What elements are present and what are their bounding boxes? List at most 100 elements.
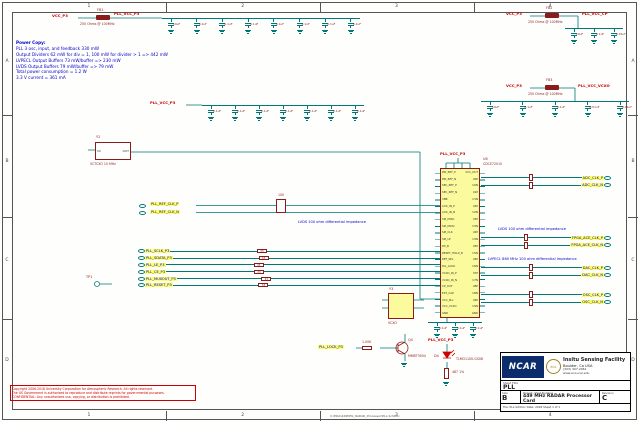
ferrite-bead-fb3 bbox=[545, 85, 559, 90]
pin-name: RESET_HOLD_B bbox=[442, 250, 463, 255]
ferrite-bead-fb2 bbox=[545, 13, 559, 18]
output-pair-dac: DAC_CLK_P DAC_CLK_N bbox=[481, 264, 612, 279]
series-resistor: 33 bbox=[258, 283, 269, 288]
spi-net-row: PLL_RESET_P3 33 bbox=[138, 282, 440, 289]
power-net-label: PLL_VCC_P3 bbox=[114, 11, 140, 16]
pin-name: SPI_MOSI bbox=[442, 223, 455, 228]
capacitor-value: 0.1uF bbox=[309, 109, 318, 113]
gnd-symbol bbox=[470, 333, 476, 338]
offsheet-connector bbox=[604, 235, 611, 240]
zone-label: C bbox=[631, 258, 635, 264]
title-block: NCAR EOL Insitu Sensing Facility Boulder… bbox=[500, 352, 631, 412]
gnd-symbol bbox=[232, 116, 238, 121]
ac-coupling-cap bbox=[529, 291, 534, 299]
net-tag: ADC_CLK_N bbox=[581, 183, 605, 188]
copyright-line: Copyright 2006-2018 University Corporati… bbox=[12, 387, 153, 391]
decoupling-bank-2: 0.1uF 0.1uF 0.1uF 0.1uF 0.1uF 0.1uF 0.1u… bbox=[202, 105, 365, 121]
led-part: TLMO1100-GS08 bbox=[456, 357, 483, 361]
pin-name: U4P bbox=[472, 230, 478, 235]
capacitor: 0.01uF bbox=[605, 29, 626, 44]
pin-name: U9P bbox=[472, 297, 478, 302]
capacitor-value: 0.1uF bbox=[524, 105, 533, 109]
pin-name: U0N bbox=[472, 183, 478, 188]
pin-name: VCC_OUT bbox=[465, 170, 478, 174]
pin-name: VBB bbox=[442, 196, 448, 201]
capacitor: 0.1uF bbox=[546, 102, 565, 117]
chip-right-pin-stubs bbox=[480, 170, 485, 316]
ac-coupling-cap bbox=[523, 241, 528, 249]
net-tag: ADC_CLK_P bbox=[581, 175, 604, 180]
capacitor: 0.1uF bbox=[298, 106, 318, 121]
zone-label: A bbox=[5, 59, 9, 65]
sheet-size: B bbox=[502, 394, 508, 402]
termination-resistor bbox=[276, 199, 286, 213]
capacitor: 0.1uF bbox=[250, 106, 269, 121]
pin-name: U9N bbox=[472, 304, 478, 309]
file-path: C:\EDA\449MHz_RADAR_Processor\PLL.SchDoc bbox=[330, 414, 400, 418]
zone-label: 3 bbox=[394, 413, 398, 418]
gnd-symbol bbox=[168, 29, 174, 34]
zone-tick bbox=[628, 115, 638, 116]
capacitor: 0.1uF bbox=[342, 19, 361, 34]
zone-tick bbox=[2, 319, 12, 320]
pin-name: VCXO_IN_N bbox=[442, 277, 457, 282]
power-net-label: PLL_VCC_VCXO bbox=[578, 83, 610, 88]
net-tag: PLL_RESET_P3 bbox=[145, 283, 173, 288]
ncar-logo: NCAR bbox=[502, 355, 544, 378]
capacitor-value: 0.1uF bbox=[237, 109, 246, 113]
zone-tick bbox=[628, 319, 638, 320]
capacitor-value: 0.1uF bbox=[198, 22, 207, 26]
net-tag: OSC_CLK_P bbox=[581, 292, 604, 297]
capacitor-value: 0.01uF bbox=[622, 105, 632, 109]
led-refdes: D4 bbox=[434, 354, 439, 358]
pin-name: U5P bbox=[472, 243, 478, 248]
vcxo-pin-vc: VC bbox=[97, 149, 102, 153]
ac-coupling-cap bbox=[529, 181, 534, 189]
sheet-title: PLL bbox=[503, 384, 516, 391]
base-resistor bbox=[362, 346, 372, 350]
offsheet-connector bbox=[139, 210, 146, 215]
note-line: Total power consumption = 1.2 W bbox=[16, 69, 87, 75]
capacitor-value: 0.1uF bbox=[327, 22, 336, 26]
capacitor-value: 0.01uF bbox=[616, 32, 626, 36]
pin-name: PD_B bbox=[442, 243, 449, 248]
revision-label: Revision bbox=[602, 391, 614, 395]
pin-name: EXT_CAP bbox=[442, 290, 454, 295]
capacitor: 0.1uF bbox=[202, 106, 221, 121]
pin-name: U0P bbox=[472, 176, 478, 181]
spi-net-row: PLL_SCLK_P3 33 bbox=[138, 248, 440, 255]
spi-net-row: PLL_MUXOUT_P3 33 bbox=[138, 275, 440, 282]
net-tag: PLL_CE_P3 bbox=[145, 269, 166, 274]
copyright-line: The US Government is authorized to repro… bbox=[12, 391, 165, 396]
zone-tick bbox=[320, 411, 321, 421]
gnd-symbol bbox=[347, 29, 354, 34]
net-tag: PLL_MUXOUT_P3 bbox=[145, 276, 177, 281]
pin-name: U4N bbox=[472, 237, 478, 242]
decoupling-bank-1: 10uF 0.1uF 0.1uF 0.1uF 0.1uF 0.1uF 0.1uF bbox=[162, 18, 361, 34]
zone-label: 4 bbox=[548, 413, 552, 418]
pin-name: SPI_CLK bbox=[442, 230, 453, 235]
org-name: Insitu Sensing Facility bbox=[563, 357, 626, 364]
net-tag: PLL_LOCK_P3 bbox=[318, 344, 344, 349]
pin-name: U6N bbox=[472, 264, 478, 269]
capacitor: 0.1uF bbox=[346, 106, 365, 121]
net-tag: OSC_CLK_N bbox=[581, 300, 604, 305]
osc2-value: VCXO bbox=[388, 321, 397, 325]
lvpecl-impedance-note: LVPECL 860 MHz 100 ohm differential impe… bbox=[488, 257, 577, 261]
capacitor: 10uF bbox=[481, 102, 499, 117]
pin-name: VCXO_IN_P bbox=[442, 270, 457, 275]
net-tag: DAC_CLK_N bbox=[581, 273, 605, 278]
capacitor: 0.1uF bbox=[514, 102, 533, 117]
size-project-rev-row: Size B Project / Part Number 449 MHz RAD… bbox=[501, 391, 630, 404]
gnd-symbol bbox=[591, 39, 597, 44]
pin-name: PLL_LOCK bbox=[442, 264, 456, 269]
gnd-symbol bbox=[322, 29, 329, 34]
copyright-line: CONFIDENTIAL: Any unauthorized use, copy… bbox=[12, 395, 130, 400]
pin-name: SEC_REF_N bbox=[442, 190, 458, 195]
capacitor: 0.1uF bbox=[265, 19, 284, 34]
